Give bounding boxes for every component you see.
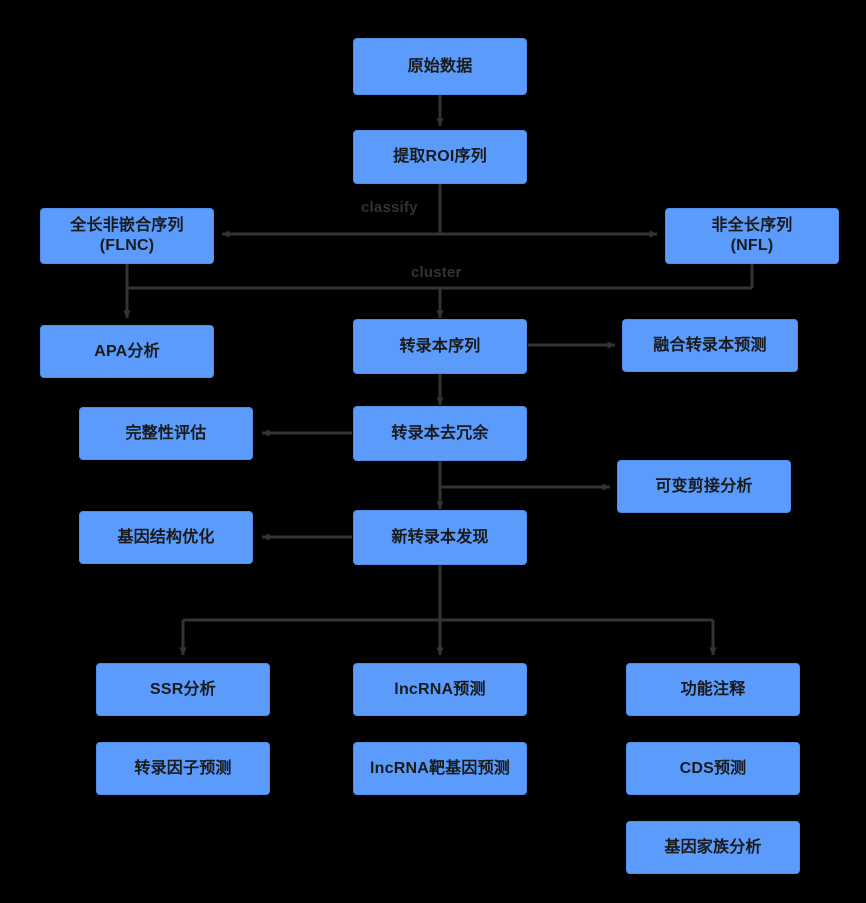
edge-label-cluster: cluster xyxy=(411,264,462,281)
edge-label-classify: classify xyxy=(361,199,418,216)
node-label: lncRNA靶基因预测 xyxy=(370,759,510,777)
node-label: 完整性评估 xyxy=(125,424,207,442)
node-label: 转录本序列 xyxy=(399,337,481,355)
node-label: 新转录本发现 xyxy=(391,528,489,546)
node-raw-data[interactable]: 原始数据 xyxy=(353,38,527,95)
node-label: 转录本去冗余 xyxy=(391,424,489,442)
node-transcription-factor-prediction[interactable]: 转录因子预测 xyxy=(96,742,270,795)
node-label: 基因结构优化 xyxy=(117,528,215,546)
node-alternative-splicing[interactable]: 可变剪接分析 xyxy=(617,460,791,513)
node-label: 功能注释 xyxy=(680,680,746,698)
node-gene-family-analysis[interactable]: 基因家族分析 xyxy=(626,821,800,874)
node-label: 全长非嵌合序列 xyxy=(70,217,184,234)
node-label: 提取ROI序列 xyxy=(393,148,487,165)
node-cds-prediction[interactable]: CDS预测 xyxy=(626,742,800,795)
node-label: 融合转录本预测 xyxy=(653,336,767,354)
node-label: lncRNA预测 xyxy=(394,680,486,698)
node-label: 转录因子预测 xyxy=(134,759,232,777)
node-completeness-assessment[interactable]: 完整性评估 xyxy=(79,407,253,460)
node-novel-transcript-discovery[interactable]: 新转录本发现 xyxy=(353,510,527,565)
node-apa-analysis[interactable]: APA分析 xyxy=(40,325,214,378)
node-fusion-transcript-prediction[interactable]: 融合转录本预测 xyxy=(622,319,798,372)
node-label: SSR分析 xyxy=(150,680,216,698)
node-label: 基因家族分析 xyxy=(664,838,762,856)
node-label-secondary: (FLNC) xyxy=(99,237,155,254)
node-transcript-dedup[interactable]: 转录本去冗余 xyxy=(353,406,527,461)
node-nfl[interactable]: 非全长序列 (NFL) xyxy=(665,208,839,264)
node-lncrna-prediction[interactable]: lncRNA预测 xyxy=(353,663,527,716)
node-transcript-sequence[interactable]: 转录本序列 xyxy=(353,319,527,374)
node-functional-annotation[interactable]: 功能注释 xyxy=(626,663,800,716)
node-ssr-analysis[interactable]: SSR分析 xyxy=(96,663,270,716)
node-label: 原始数据 xyxy=(407,57,473,75)
node-flnc[interactable]: 全长非嵌合序列 (FLNC) xyxy=(40,208,214,264)
node-lncrna-target-gene-prediction[interactable]: lncRNA靶基因预测 xyxy=(353,742,527,795)
node-label: 可变剪接分析 xyxy=(655,477,753,495)
node-label: APA分析 xyxy=(94,342,160,360)
node-gene-structure-optimization[interactable]: 基因结构优化 xyxy=(79,511,253,564)
node-label-secondary: (NFL) xyxy=(730,237,774,254)
node-extract-roi[interactable]: 提取ROI序列 xyxy=(353,130,527,184)
node-label: 非全长序列 xyxy=(711,217,793,234)
node-label: CDS预测 xyxy=(679,759,747,777)
